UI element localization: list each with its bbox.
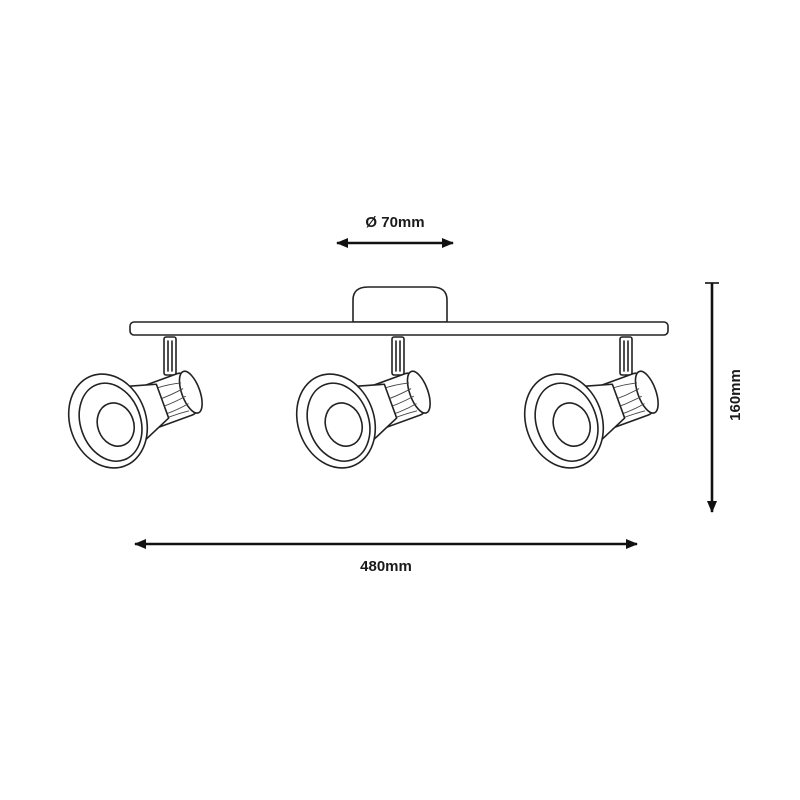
height-label: 160mm: [727, 369, 744, 421]
spotlight-left: [55, 336, 208, 480]
spotlight-right: [511, 336, 664, 480]
diameter-label: Ø 70mm: [365, 214, 424, 231]
ceiling-canopy: [352, 286, 448, 323]
spotlight-center: [283, 336, 436, 480]
width-label: 480mm: [360, 558, 412, 575]
mounting-bar: [129, 321, 669, 336]
